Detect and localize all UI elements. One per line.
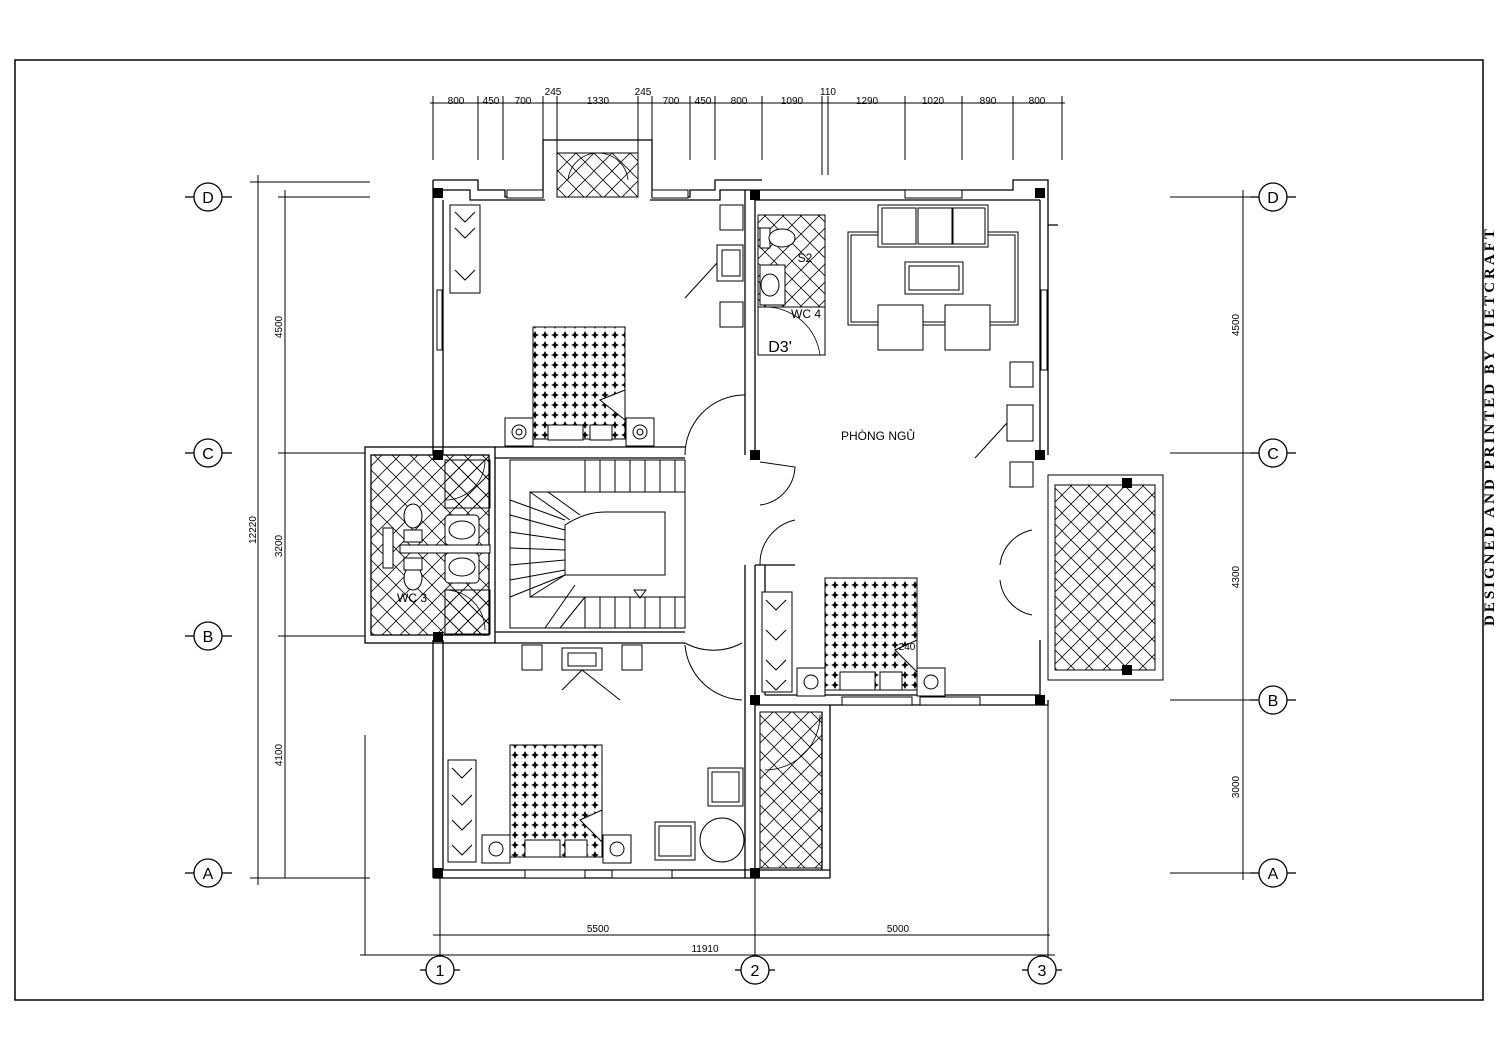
axis-bottom-3: 3 (1038, 963, 1047, 980)
dim-right-3000: 3000 (1231, 775, 1242, 798)
dim-top-3: 700 (515, 96, 532, 107)
dim-top-12: 1290 (856, 96, 879, 107)
wc4-fixtures (757, 227, 826, 356)
bedroom-right-doors (759, 461, 1033, 616)
axis-left-d: D (202, 190, 214, 207)
axis-right-c: C (1267, 446, 1279, 463)
wardrobe-top-left (449, 204, 481, 294)
axis-right-a: A (1268, 866, 1279, 883)
top-dimension-labels: 800 450 700 245 1330 245 700 450 800 109… (448, 87, 1046, 107)
dim-bottom-total: 11910 (691, 944, 719, 955)
right-dimension-lines (1170, 190, 1250, 880)
bottom-dimension-lines (360, 700, 1055, 962)
bed-mid-right (796, 577, 946, 697)
wardrobe-mid-right (761, 591, 793, 693)
top-dimension-line (430, 96, 1065, 175)
bedroom-top-door (684, 394, 745, 456)
top-bay-tiles (556, 152, 639, 198)
left-dimension-lines (250, 175, 370, 955)
s2-label: S2 (798, 251, 813, 265)
dim-right-4300: 4300 (1231, 565, 1242, 588)
wc3-label: WC 3 (397, 591, 427, 605)
dim-top-10: 1090 (781, 96, 804, 107)
windows (436, 189, 1048, 879)
axis-bubbles (185, 182, 1296, 985)
top-bay-door (567, 152, 629, 181)
wc4-label: WC 4 (791, 307, 821, 321)
wc3-fixtures (382, 459, 491, 635)
balcony-right-tiles (1054, 484, 1156, 671)
wardrobe-bottom-left (447, 759, 477, 863)
designer-credit: DESIGNED AND PRINTED BY VIETCRAFT (1482, 226, 1498, 626)
dim-left-3200: 3200 (274, 534, 285, 557)
dim-bottom-5000: 5000 (887, 924, 910, 935)
wc4-door (764, 306, 821, 356)
dim-top-2: 450 (483, 96, 500, 107)
dim-top-13: 1020 (922, 96, 945, 107)
axis-bubble-labels: D C B A D C B A 1 2 3 (202, 190, 1279, 980)
dim-top-15: 800 (1029, 96, 1046, 107)
axis-bottom-1: 1 (436, 963, 445, 980)
sheet-border (14, 59, 1484, 1001)
staircase (509, 459, 686, 629)
dim-top-1: 800 (448, 96, 465, 107)
dim-top-11: 110 (820, 87, 836, 98)
dim-left-4500: 4500 (274, 315, 285, 338)
chairs-bottom-left (654, 767, 745, 863)
axis-bottom-2: 2 (751, 963, 760, 980)
bed-top (504, 326, 655, 447)
tv-cabinet-right (974, 361, 1034, 488)
dim-top-7: 700 (663, 96, 680, 107)
axis-left-c: C (202, 446, 214, 463)
bottom-wc-door (764, 714, 821, 771)
dim-left-4100: 4100 (274, 743, 285, 766)
axis-right-d: D (1267, 190, 1279, 207)
wc3-door-swing (444, 459, 486, 631)
desk-bottom-left (521, 644, 643, 701)
dim-top-14: 890 (980, 96, 997, 107)
dim-top-5: 1330 (587, 96, 610, 107)
dim-detail-240: 240 (899, 642, 916, 653)
walls (364, 139, 1058, 879)
tv-cabinet-top-left (684, 204, 744, 328)
dim-right-4500: 4500 (1231, 313, 1242, 336)
axis-left-a: A (203, 866, 214, 883)
dim-left-total: 12220 (248, 516, 259, 544)
bottom-wc-tiles (759, 711, 823, 869)
dim-top-6: 245 (635, 87, 652, 98)
bed-bottom (481, 744, 632, 864)
bedroom-bottom-door (684, 642, 743, 701)
axis-left-b: B (203, 629, 214, 646)
bedroom-label: PHÒNG NGỦ (841, 428, 915, 443)
axis-right-b: B (1268, 693, 1279, 710)
dim-top-4: 245 (545, 87, 562, 98)
dim-top-9: 800 (731, 96, 748, 107)
dim-top-8: 450 (695, 96, 712, 107)
sofa-set (847, 204, 1019, 351)
dim-bottom-5500: 5500 (587, 924, 610, 935)
balcony-right (1047, 474, 1164, 681)
d3-label: D3' (768, 339, 792, 356)
